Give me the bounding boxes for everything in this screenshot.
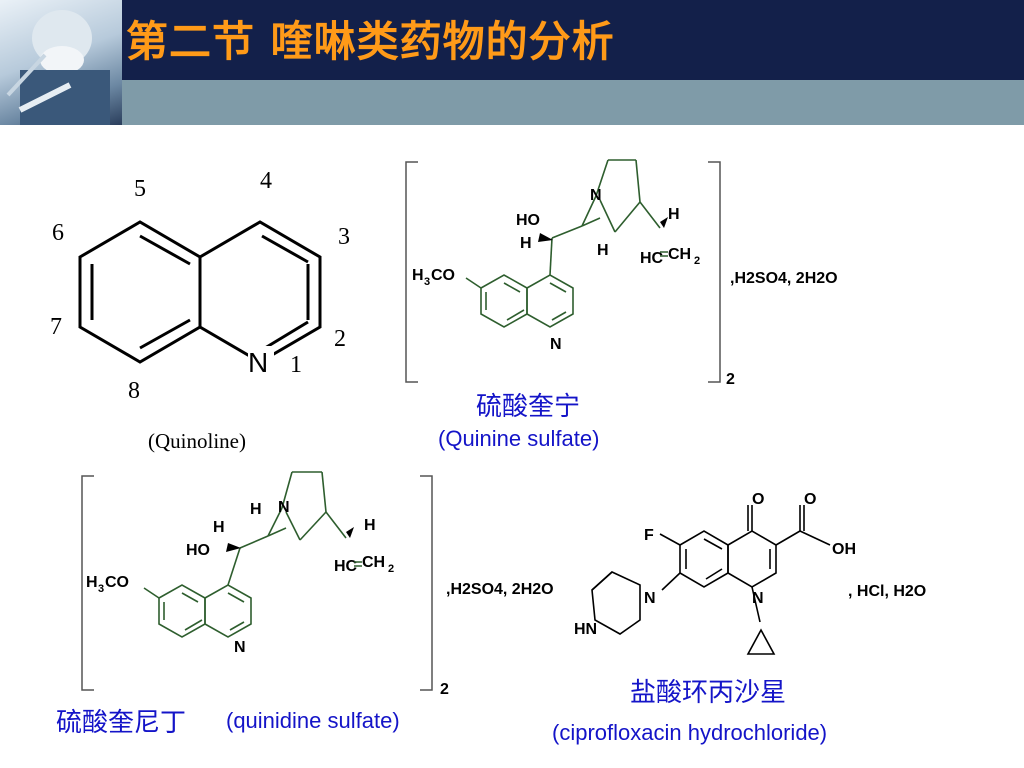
quinidine-subscript-count: 2 (440, 681, 449, 698)
quinidine-salt-text: ,H2SO4, 2H2O (446, 581, 554, 598)
quinine-caption-en: (Quinine sulfate) (438, 426, 600, 451)
svg-text:N: N (234, 639, 246, 656)
svg-text:CH: CH (668, 246, 691, 263)
svg-text:OH: OH (832, 541, 856, 558)
header-band (122, 80, 1024, 125)
svg-text:HC: HC (334, 558, 358, 575)
svg-text:HO: HO (186, 542, 210, 559)
svg-text:2: 2 (694, 255, 700, 267)
ciprofloxacin-caption-cn: 盐酸环丙沙星 (630, 678, 787, 708)
svg-text:N: N (278, 499, 290, 516)
quinine-salt-text: ,H2SO4, 2H2O (730, 270, 838, 287)
quinoline-pos-4: 4 (260, 168, 272, 194)
slide-title: 第二节 喹啉类药物的分析 (126, 17, 615, 66)
svg-text:N: N (550, 336, 562, 353)
svg-text:H: H (412, 267, 424, 284)
quinoline-atom-n: N (248, 347, 268, 378)
svg-text:N: N (752, 590, 764, 607)
quinoline-structure (78, 220, 322, 364)
header-photo-doctor (0, 0, 122, 125)
svg-text:CO: CO (105, 574, 129, 591)
svg-text:3: 3 (98, 583, 104, 595)
svg-text:H: H (597, 242, 609, 259)
quinidine-bracket (81, 475, 433, 691)
quinine-caption-cn: 硫酸奎宁 (476, 392, 581, 422)
svg-text:H: H (364, 517, 376, 534)
svg-text:H: H (250, 501, 262, 518)
svg-text:O: O (804, 491, 816, 508)
svg-text:H: H (213, 519, 225, 536)
ciprofloxacin-caption-en: (ciprofloxacin hydrochloride) (552, 720, 828, 745)
svg-text:HO: HO (516, 212, 540, 229)
svg-text:2: 2 (388, 563, 394, 575)
svg-text:H: H (520, 235, 532, 252)
quinoline-pos-5: 5 (134, 176, 146, 202)
svg-text:3: 3 (424, 276, 430, 288)
svg-text:N: N (590, 187, 602, 204)
svg-text:N: N (644, 590, 656, 607)
quinidine-caption-cn: 硫酸奎尼丁 (56, 708, 187, 738)
slide-header (0, 0, 1024, 80)
quinine-bracket (405, 161, 721, 383)
quinoline-caption: (Quinoline) (148, 429, 246, 453)
quinoline-pos-2: 2 (334, 326, 346, 352)
quinidine-caption-en: (quinidine sulfate) (226, 708, 400, 733)
svg-text:H: H (668, 206, 680, 223)
quinoline-pos-7: 7 (50, 314, 62, 340)
svg-text:H: H (86, 574, 98, 591)
quinoline-pos-6: 6 (52, 220, 64, 246)
svg-text:F: F (644, 527, 654, 544)
svg-text:O: O (752, 491, 764, 508)
quinine-subscript-count: 2 (726, 371, 735, 388)
quinidine-structure (143, 471, 347, 638)
svg-text:CO: CO (431, 267, 455, 284)
ciprofloxacin-structure (591, 505, 831, 655)
quinine-structure (465, 159, 661, 328)
quinoline-pos-8: 8 (128, 378, 140, 404)
quinoline-pos-1: 1 (290, 352, 302, 378)
ciprofloxacin-salt-text: , HCl, H2O (848, 583, 926, 600)
svg-text:CH: CH (362, 554, 385, 571)
svg-text:HN: HN (574, 621, 597, 638)
quinoline-pos-3: 3 (338, 224, 350, 250)
svg-text:HC: HC (640, 250, 664, 267)
